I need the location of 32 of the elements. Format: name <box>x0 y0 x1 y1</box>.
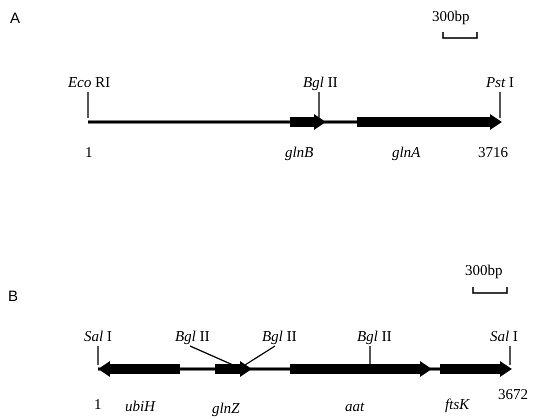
leader-line <box>87 92 89 118</box>
gene-name: ubiH <box>125 398 155 416</box>
leader-line <box>190 345 234 366</box>
restriction-site-label: Sal I <box>490 329 518 345</box>
gene-name: glnA <box>392 144 420 162</box>
scale-label: 300bp <box>465 262 502 280</box>
panel-letter: B <box>8 288 18 306</box>
restriction-site-label: Bgl II <box>262 329 297 345</box>
position-number: 1 <box>94 396 102 414</box>
scale-label: 300bp <box>432 8 470 26</box>
restriction-site-label: Eco RI <box>68 75 110 91</box>
restriction-site-label: Bgl II <box>303 75 338 91</box>
gene-name: glnB <box>285 144 314 162</box>
position-number: 1 <box>85 144 92 162</box>
restriction-site-label: Pst I <box>486 75 514 91</box>
gene-map-drawing <box>98 361 512 377</box>
position-number: 3716 <box>478 144 508 162</box>
position-number: 3672 <box>498 386 528 404</box>
gene-name: glnZ <box>212 400 240 418</box>
leader-line <box>244 345 276 366</box>
gene-name: aat <box>345 398 364 416</box>
leader-line <box>318 92 320 118</box>
leader-line <box>499 92 501 118</box>
leader-line <box>97 346 99 365</box>
gene-map-drawing <box>88 114 502 130</box>
restriction-site-label: Bgl II <box>357 329 392 345</box>
leader-line <box>369 346 371 365</box>
leader-line <box>509 346 511 365</box>
restriction-site-label: Sal I <box>84 329 112 345</box>
panel-letter: A <box>10 10 20 28</box>
restriction-site-label: Bgl II <box>175 329 210 345</box>
gene-name: ftsK <box>445 396 470 414</box>
